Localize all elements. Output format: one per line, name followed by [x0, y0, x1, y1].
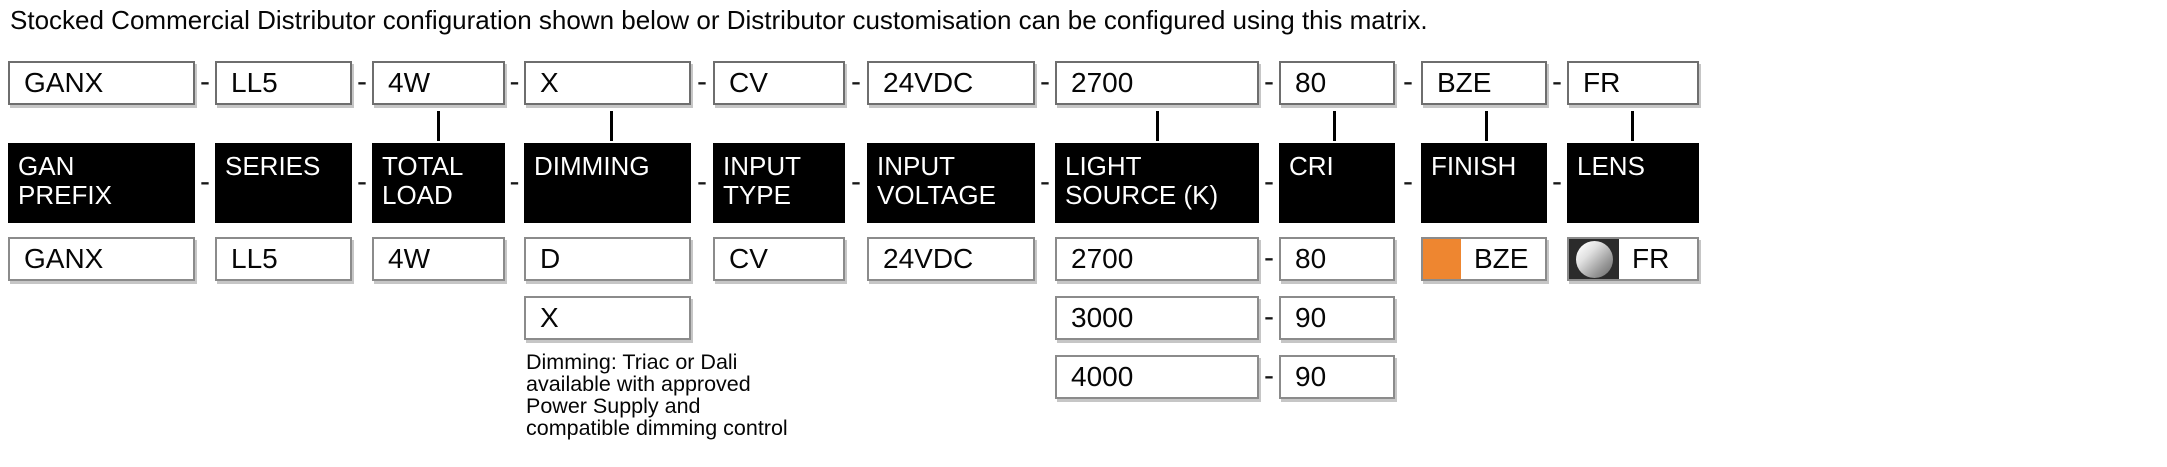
note-line: compatible dimming control: [526, 416, 788, 440]
stocked-code-input-type: CV: [713, 61, 845, 105]
dash-separator: -: [1403, 65, 1413, 98]
dash-separator: -: [697, 165, 707, 198]
stocked-code-gan-prefix: GANX: [8, 61, 195, 105]
intro-text: Stocked Commercial Distributor configura…: [10, 5, 1428, 35]
stocked-code-lens: FR: [1567, 61, 1699, 105]
stocked-code-series: LL5: [215, 61, 352, 105]
dash-separator: -: [1264, 359, 1274, 392]
option-input-type-cv: CV: [713, 237, 845, 281]
stocked-code-total-load: 4W: [372, 61, 505, 105]
option-light-source-4000: 4000: [1055, 355, 1259, 399]
note-line: available with approved: [526, 372, 751, 396]
stocked-code-dimming: X: [524, 61, 691, 105]
dash-separator: -: [509, 165, 520, 198]
dash-separator: -: [1552, 165, 1562, 198]
option-series-ll5: LL5: [215, 237, 352, 281]
column-header-finish: FINISH: [1421, 143, 1547, 223]
lens-circle-icon: [1575, 240, 1613, 278]
column-header-input-voltage: INPUT VOLTAGE: [867, 143, 1035, 223]
note-line: Power Supply and: [526, 394, 701, 418]
connector-line-cri: [1333, 111, 1336, 141]
connector-line-light-source: [1156, 111, 1159, 141]
dash-separator: -: [1264, 300, 1274, 333]
stocked-code-finish: BZE: [1421, 61, 1547, 105]
column-header-lens: LENS: [1567, 143, 1699, 223]
dash-separator: -: [1403, 165, 1413, 198]
dash-separator: -: [357, 165, 367, 198]
column-header-total-load: TOTAL LOAD: [372, 143, 505, 223]
option-dimming-x: X: [524, 296, 691, 340]
column-header-gan-prefix: GAN PREFIX: [8, 143, 195, 223]
lens-frosted-swatch-icon: [1569, 239, 1619, 279]
connector-line-finish: [1485, 111, 1488, 141]
option-finish-bze: BZE: [1421, 237, 1547, 281]
dash-separator: -: [357, 65, 367, 98]
option-dimming-d: D: [524, 237, 691, 281]
dash-separator: -: [1264, 165, 1274, 198]
dash-separator: -: [1552, 65, 1562, 98]
connector-line-dimming: [610, 111, 613, 141]
dash-separator: -: [200, 65, 210, 98]
dash-separator: -: [200, 165, 210, 198]
option-input-voltage-24vdc: 24VDC: [867, 237, 1035, 281]
option-cri-90-b: 90: [1279, 355, 1395, 399]
dash-separator: -: [851, 65, 861, 98]
option-cri-80: 80: [1279, 237, 1395, 281]
option-cri-90: 90: [1279, 296, 1395, 340]
dash-separator: -: [1264, 241, 1274, 274]
dash-separator: -: [509, 65, 520, 98]
option-light-source-2700: 2700: [1055, 237, 1259, 281]
option-gan-prefix-ganx: GANX: [8, 237, 195, 281]
column-header-series: SERIES: [215, 143, 352, 223]
finish-bronze-swatch-icon: [1423, 239, 1461, 279]
dimming-note: Dimming: Triac or Dali available with ap…: [526, 351, 788, 439]
connector-line-total-load: [437, 111, 440, 141]
dash-separator: -: [1264, 65, 1274, 98]
dash-separator: -: [851, 165, 861, 198]
column-header-cri: CRI: [1279, 143, 1395, 223]
note-line: Dimming: Triac or Dali: [526, 350, 738, 374]
option-lens-fr: FR: [1567, 237, 1699, 281]
dash-separator: -: [697, 65, 707, 98]
column-header-input-type: INPUT TYPE: [713, 143, 845, 223]
option-light-source-3000: 3000: [1055, 296, 1259, 340]
option-total-load-4w: 4W: [372, 237, 505, 281]
stocked-code-input-voltage: 24VDC: [867, 61, 1035, 105]
dash-separator: -: [1040, 65, 1050, 98]
option-label: BZE: [1474, 243, 1529, 274]
dash-separator: -: [1040, 165, 1050, 198]
column-header-dimming: DIMMING: [524, 143, 691, 223]
stocked-code-cri: 80: [1279, 61, 1395, 105]
column-header-light-source: LIGHT SOURCE (K): [1055, 143, 1259, 223]
option-label: FR: [1632, 243, 1670, 274]
connector-line-lens: [1631, 111, 1634, 141]
stocked-code-light-source: 2700: [1055, 61, 1259, 105]
